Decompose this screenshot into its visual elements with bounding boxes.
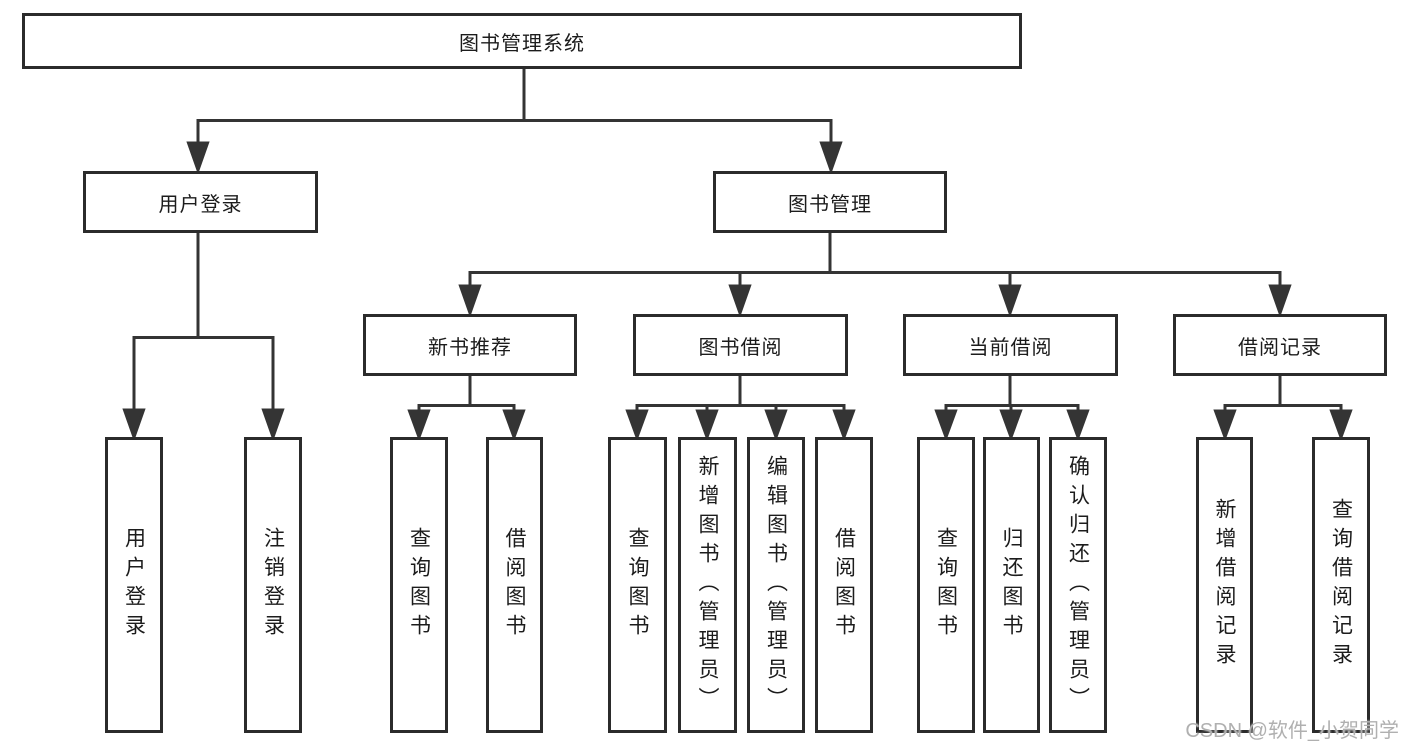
leaf-label: 借阅图书 [503, 527, 527, 643]
connector-root-to-level2 [186, 69, 843, 175]
leaf-label: 查询图书 [934, 527, 958, 643]
leaf-current-confirm-return-admin: 确认归还（管理员） [1049, 437, 1107, 733]
leaf-label: 新增借阅记录 [1213, 498, 1237, 672]
leaf-borrow-add-books-admin: 新增图书（管理员） [678, 437, 737, 733]
leaf-current-query-books: 查询图书 [917, 437, 975, 733]
node-user-login: 用户登录 [83, 171, 318, 233]
node-label: 用户登录 [158, 193, 243, 216]
leaf-label: 确认归还（管理员） [1066, 454, 1090, 716]
leaf-label: 查询借阅记录 [1329, 498, 1353, 672]
node-library-management-system: 图书管理系统 [22, 13, 1022, 69]
leaf-label: 查询图书 [407, 527, 431, 643]
leaf-recommend-query-books: 查询图书 [390, 437, 448, 733]
connector-borrow-records-children [1213, 376, 1353, 442]
leaf-records-add-borrow-record: 新增借阅记录 [1196, 437, 1253, 733]
node-label: 图书管理 [788, 193, 872, 216]
node-book-management: 图书管理 [713, 171, 947, 233]
leaf-label: 查询图书 [626, 527, 650, 643]
node-label: 图书管理系统 [459, 32, 585, 55]
node-label: 图书借阅 [698, 336, 783, 359]
connector-book-management-children [458, 233, 1292, 318]
node-current-borrow: 当前借阅 [903, 314, 1118, 376]
leaf-borrow-query-books: 查询图书 [608, 437, 667, 733]
node-label: 当前借阅 [968, 336, 1053, 359]
node-borrow-records: 借阅记录 [1173, 314, 1387, 376]
leaf-label: 编辑图书（管理员） [764, 454, 788, 716]
leaf-label: 归还图书 [1000, 527, 1024, 643]
connector-current-borrow-children [934, 376, 1090, 442]
leaf-records-query-borrow-record: 查询借阅记录 [1312, 437, 1370, 733]
leaf-current-return-books: 归还图书 [983, 437, 1040, 733]
leaf-label: 借阅图书 [832, 527, 856, 643]
node-new-book-recommend: 新书推荐 [363, 314, 577, 376]
leaf-borrow-edit-books-admin: 编辑图书（管理员） [747, 437, 805, 733]
leaf-user-login: 用户登录 [105, 437, 163, 733]
connector-new-book-recommend-children [407, 376, 526, 442]
node-label: 借阅记录 [1238, 336, 1322, 359]
leaf-recommend-borrow-books: 借阅图书 [486, 437, 543, 733]
leaf-borrow-borrow-books: 借阅图书 [815, 437, 873, 733]
node-book-borrow: 图书借阅 [633, 314, 848, 376]
csdn-watermark: CSDN @软件_小贺同学 [1185, 720, 1399, 742]
node-label: 新书推荐 [428, 336, 512, 359]
leaf-label: 用户登录 [122, 527, 146, 643]
leaf-label: 注销登录 [261, 527, 285, 643]
connector-user-login-children [122, 233, 285, 442]
leaf-label: 新增图书（管理员） [696, 454, 720, 716]
leaf-logout-login: 注销登录 [244, 437, 302, 733]
connector-book-borrow-children [625, 376, 856, 442]
